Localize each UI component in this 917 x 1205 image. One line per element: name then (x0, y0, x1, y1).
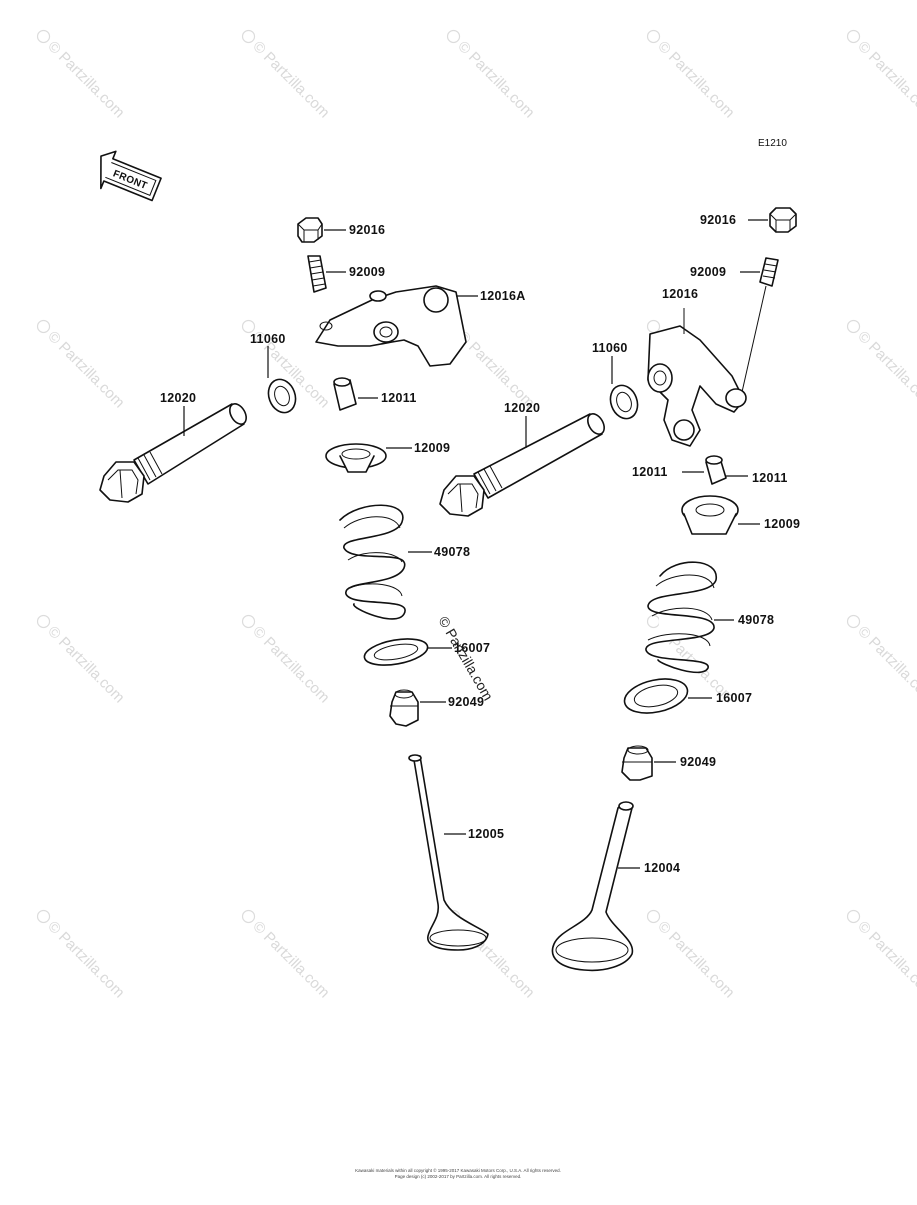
watermark: © Partzilla.com (241, 909, 333, 1001)
watermark: © Partzilla.com (36, 909, 128, 1001)
spring-left: 49078 (339, 504, 470, 620)
callout-spring-left: 49078 (434, 545, 470, 559)
stud-left: 92009 (307, 255, 385, 293)
svg-text:© Partzilla.com: © Partzilla.com (44, 38, 127, 121)
callout-seat-right: 16007 (716, 691, 752, 705)
watermark: © Partzilla.com (846, 909, 917, 1001)
callout-spring-right: 49078 (738, 613, 774, 627)
shaft-left: 12020 (99, 391, 247, 503)
valve-left: 12005 (408, 754, 504, 951)
callout-nut-right: 92016 (700, 213, 736, 227)
watermark: © Partzilla.com (36, 29, 128, 121)
callout-valve-left: 12005 (468, 827, 504, 841)
center-watermark-stamp: © Partzilla.com (435, 614, 496, 704)
svg-text:© Partzilla.com: © Partzilla.com (654, 918, 737, 1001)
collar-right: 11060 (592, 341, 639, 420)
footer-copyright-line-2: Page design (c) 2002-2017 by Partzilla.c… (395, 1174, 522, 1179)
callout-cotter-right-a: 12011 (632, 465, 668, 479)
seal-left: 92049 (389, 689, 484, 727)
svg-text:© Partzilla.com: © Partzilla.com (249, 38, 332, 121)
footer-copyright-line-1: Kawasaki materials within all copyright … (355, 1167, 561, 1173)
watermark: © Partzilla.com (36, 319, 128, 411)
callout-cotter-right-b: 12011 (752, 471, 788, 485)
svg-text:© Partzilla.com: © Partzilla.com (854, 918, 917, 1001)
callout-seal-left: 92049 (448, 695, 484, 709)
callout-seat-left: 16007 (454, 641, 490, 655)
callout-stud-right: 92009 (690, 265, 726, 279)
callout-retainer-right: 12009 (764, 517, 800, 531)
collar-left: 11060 (250, 332, 297, 414)
callout-shaft-right: 12020 (504, 401, 540, 415)
callout-rocker-right: 12016 (662, 287, 698, 301)
svg-text:© Partzilla.com: © Partzilla.com (654, 38, 737, 121)
watermark: © Partzilla.com (446, 29, 538, 121)
svg-text:© Partzilla.com: © Partzilla.com (854, 623, 917, 706)
svg-text:© Partzilla.com: © Partzilla.com (454, 328, 537, 411)
watermark: © Partzilla.com (846, 29, 917, 121)
callout-collar-right: 11060 (592, 341, 628, 355)
nut-right: 92016 (700, 207, 797, 233)
watermark: © Partzilla.com (241, 614, 333, 706)
shaft-right: 12020 (439, 401, 605, 517)
svg-text:© Partzilla.com: © Partzilla.com (249, 918, 332, 1001)
svg-text:© Partzilla.com: © Partzilla.com (854, 328, 917, 411)
spring-right: 49078 (645, 561, 774, 674)
valve-right: 12004 (551, 801, 680, 972)
callout-seal-right: 92049 (680, 755, 716, 769)
svg-text:© Partzilla.com: © Partzilla.com (44, 328, 127, 411)
callout-retainer-left: 12009 (414, 441, 450, 455)
callout-valve-right: 12004 (644, 861, 680, 875)
nut-left: 92016 (297, 217, 385, 243)
watermark: © Partzilla.com (846, 319, 917, 411)
cotter-left: 12011 (333, 377, 417, 411)
svg-text:© Partzilla.com: © Partzilla.com (44, 918, 127, 1001)
callout-rocker-left: 12016A (480, 289, 526, 303)
seal-right: 92049 (621, 745, 716, 781)
rocker-arm-left: 12016A (315, 285, 526, 367)
watermark-layer: © Partzilla.com © Partzilla.com © Partzi… (36, 29, 917, 1001)
diagram-code: E1210 (758, 138, 787, 149)
callout-stud-left: 92009 (349, 265, 385, 279)
callout-cotter-left: 12011 (381, 391, 417, 405)
retainer-right: 12009 (681, 495, 800, 535)
rocker-arm-right: 12016 (647, 287, 747, 447)
retainer-left: 12009 (325, 441, 450, 473)
svg-text:© Partzilla.com: © Partzilla.com (44, 623, 127, 706)
callout-shaft-left: 12020 (160, 391, 196, 405)
watermark: © Partzilla.com (241, 29, 333, 121)
svg-text:© Partzilla.com: © Partzilla.com (854, 38, 917, 121)
cotter-right: 12011 12011 (632, 455, 788, 485)
callout-collar-left: 11060 (250, 332, 286, 346)
svg-text:© Partzilla.com: © Partzilla.com (454, 38, 537, 121)
seat-left: 16007 (363, 638, 490, 666)
watermark: © Partzilla.com (36, 614, 128, 706)
watermark: © Partzilla.com (646, 29, 738, 121)
callout-nut-left: 92016 (349, 223, 385, 237)
front-arrow-icon: FRONT (100, 150, 162, 202)
stud-right: 92009 (690, 257, 779, 393)
watermark: © Partzilla.com (846, 614, 917, 706)
seat-right: 16007 (623, 678, 752, 714)
svg-text:© Partzilla.com: © Partzilla.com (249, 623, 332, 706)
watermark: © Partzilla.com (646, 909, 738, 1001)
